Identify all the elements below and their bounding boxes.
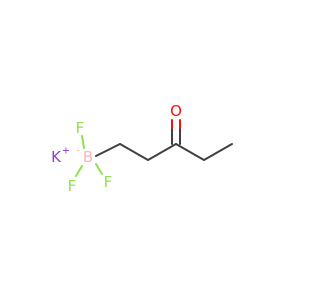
bond-b-f-top xyxy=(81,135,85,149)
atom-potassium: K xyxy=(51,148,62,166)
bond-b-c1 xyxy=(95,143,121,157)
bond-b-f-left xyxy=(75,165,83,177)
atom-fluorine-top: F xyxy=(76,119,85,137)
bond-c4-c5 xyxy=(203,143,233,161)
bond-b-f-right xyxy=(95,163,103,175)
atom-boron: B xyxy=(83,148,93,166)
bond-c2-c3 xyxy=(147,143,177,161)
atom-oxygen: O xyxy=(170,102,182,120)
atom-fluorine-left: F xyxy=(68,177,77,195)
bond-c1-c2 xyxy=(119,143,149,161)
bond-c3-c4 xyxy=(175,143,205,161)
charge-boron: - xyxy=(76,146,80,157)
charge-potassium: + xyxy=(62,146,70,157)
chemical-structure: K + B - F F F O xyxy=(51,102,233,195)
atom-fluorine-right: F xyxy=(104,173,113,191)
